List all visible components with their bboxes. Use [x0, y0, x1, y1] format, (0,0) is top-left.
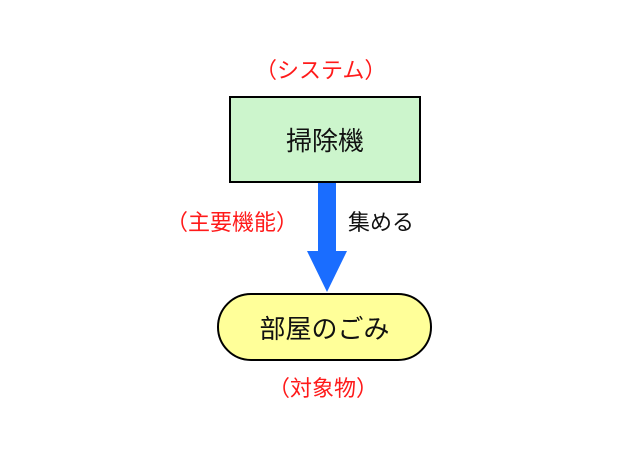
system-box-text: 掃除機: [285, 127, 364, 157]
object-box: 部屋のごみ: [217, 293, 432, 361]
object-category-label: （対象物）: [268, 377, 379, 402]
system-box: 掃除機: [229, 96, 421, 183]
arrow-head: [307, 251, 347, 292]
arrow-shaft: [318, 183, 336, 253]
system-category-label: （システム）: [255, 59, 387, 84]
object-box-text: 部屋のごみ: [259, 314, 390, 345]
function-category-label: （主要機能）: [166, 211, 299, 236]
action-label: 集める: [348, 211, 415, 236]
